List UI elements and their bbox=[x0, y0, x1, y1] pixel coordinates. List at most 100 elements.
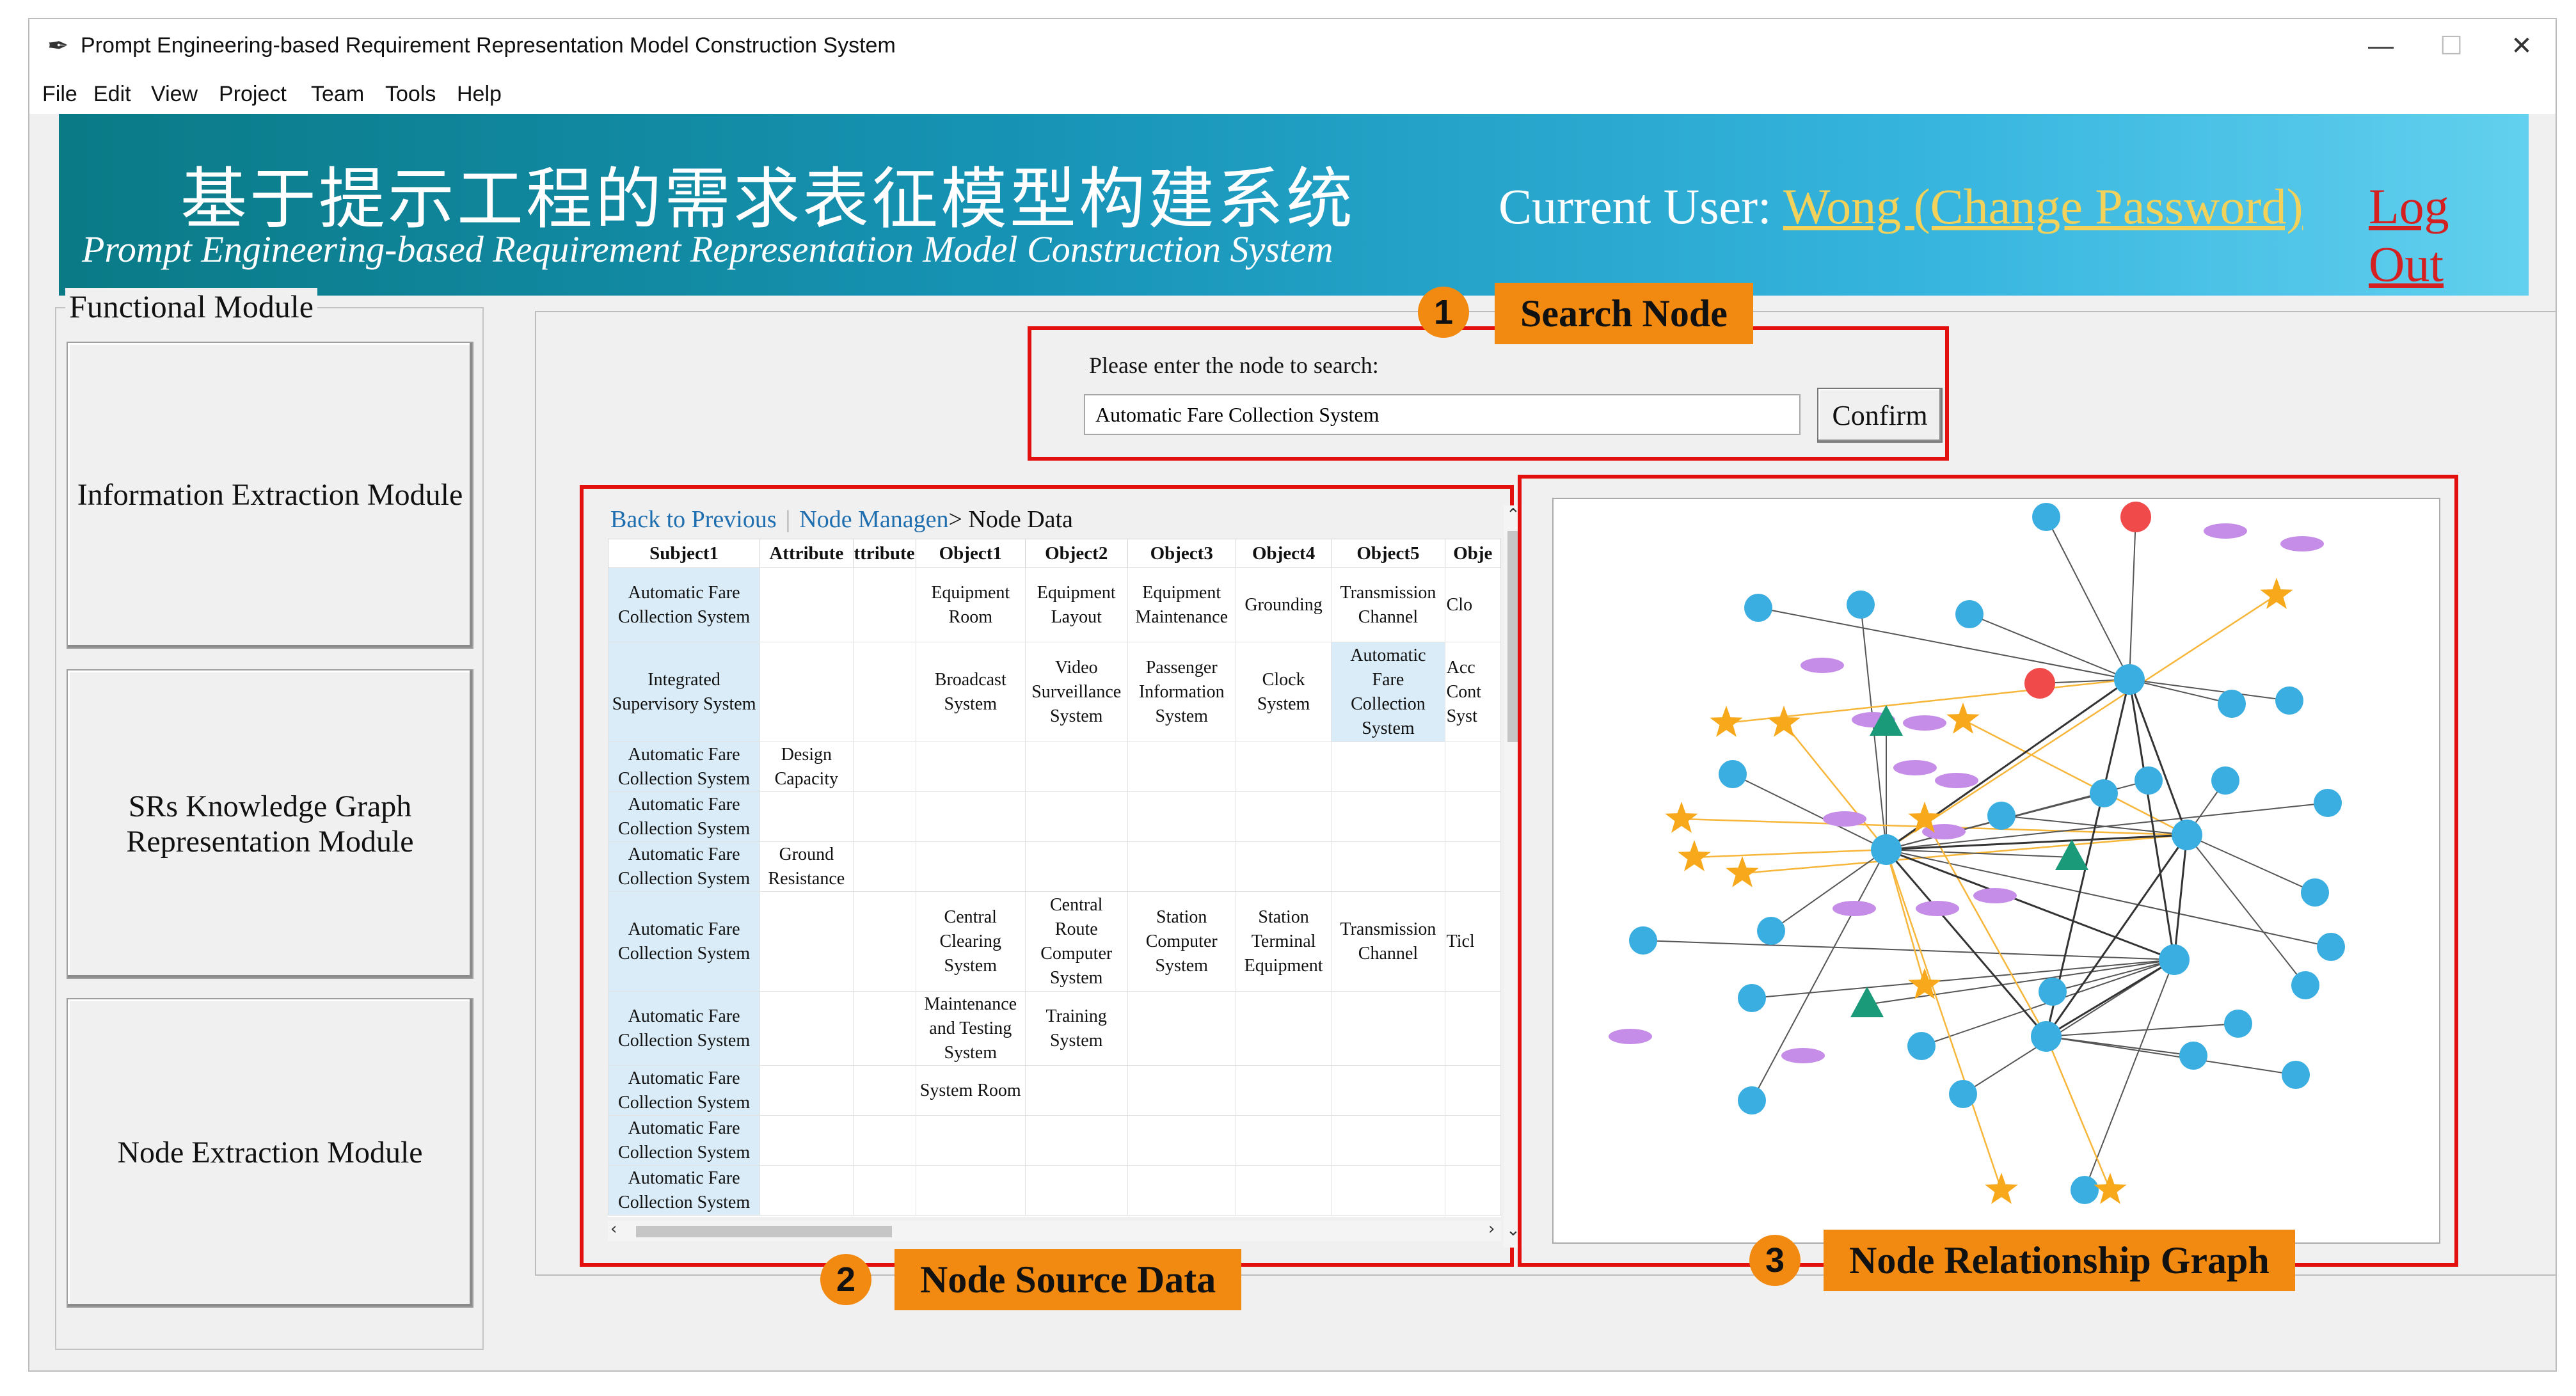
table-cell[interactable] bbox=[1331, 841, 1445, 892]
column-header[interactable]: Obje bbox=[1444, 539, 1501, 568]
table-cell[interactable]: Video Surveillance System bbox=[1024, 642, 1128, 742]
table-cell[interactable] bbox=[1127, 791, 1236, 842]
table-cell[interactable] bbox=[1235, 841, 1332, 892]
graph-node[interactable] bbox=[1847, 591, 1875, 619]
graph-node[interactable] bbox=[2260, 578, 2293, 609]
graph-node-ellipse[interactable] bbox=[1823, 811, 1866, 827]
confirm-button[interactable]: Confirm bbox=[1817, 388, 1943, 443]
graph-node[interactable] bbox=[1908, 802, 1941, 833]
table-row[interactable]: Automatic Fare Collection System bbox=[608, 1115, 1501, 1166]
table-cell[interactable] bbox=[1127, 742, 1236, 792]
table-cell[interactable] bbox=[1444, 991, 1501, 1066]
menu-edit[interactable]: Edit bbox=[93, 82, 131, 106]
table-cell[interactable] bbox=[1024, 841, 1128, 892]
subject-cell[interactable]: Automatic Fare Collection System bbox=[608, 891, 761, 992]
table-cell[interactable]: Ticl bbox=[1444, 891, 1501, 992]
table-cell[interactable] bbox=[1024, 791, 1128, 842]
table-cell[interactable] bbox=[915, 841, 1026, 892]
table-cell[interactable] bbox=[852, 891, 916, 992]
table-cell[interactable] bbox=[1024, 1065, 1128, 1116]
maximize-icon[interactable]: ☐ bbox=[2440, 32, 2463, 60]
table-cell[interactable] bbox=[1127, 1165, 1236, 1216]
table-cell[interactable] bbox=[852, 1115, 916, 1166]
graph-node-ellipse[interactable] bbox=[2280, 536, 2324, 551]
menu-view[interactable]: View bbox=[151, 82, 198, 106]
table-row[interactable]: Automatic Fare Collection System bbox=[608, 791, 1501, 842]
table-cell[interactable] bbox=[915, 1165, 1026, 1216]
graph-node[interactable] bbox=[2275, 686, 2303, 715]
table-cell[interactable] bbox=[1331, 791, 1445, 842]
graph-node[interactable] bbox=[1738, 1086, 1766, 1114]
column-header[interactable]: Object3 bbox=[1127, 539, 1236, 568]
column-header[interactable]: Object5 bbox=[1331, 539, 1445, 568]
back-to-previous-link[interactable]: Back to Previous bbox=[610, 506, 777, 533]
table-cell[interactable] bbox=[759, 567, 854, 642]
table-cell[interactable] bbox=[1235, 991, 1332, 1066]
table-cell[interactable]: Training System bbox=[1024, 991, 1128, 1066]
column-header[interactable]: Object2 bbox=[1024, 539, 1128, 568]
column-header[interactable]: Subject1 bbox=[608, 539, 761, 568]
table-cell[interactable] bbox=[852, 742, 916, 792]
graph-node[interactable] bbox=[2024, 668, 2055, 699]
graph-node[interactable] bbox=[2179, 1042, 2207, 1070]
column-header[interactable]: Object1 bbox=[915, 539, 1026, 568]
table-cell[interactable] bbox=[1235, 1165, 1332, 1216]
table-cell[interactable] bbox=[759, 791, 854, 842]
table-cell[interactable]: Acc Cont Syst bbox=[1444, 642, 1501, 742]
table-cell[interactable] bbox=[1235, 1065, 1332, 1116]
graph-node-ellipse[interactable] bbox=[1609, 1029, 1652, 1044]
subject-cell[interactable]: Automatic Fare Collection System bbox=[608, 991, 761, 1066]
table-cell[interactable] bbox=[1331, 1065, 1445, 1116]
table-cell[interactable] bbox=[1024, 742, 1128, 792]
graph-node[interactable] bbox=[2224, 1010, 2252, 1038]
table-cell[interactable]: Maintenance and Testing System bbox=[915, 991, 1026, 1066]
table-cell[interactable] bbox=[852, 567, 916, 642]
graph-hub-node[interactable] bbox=[2172, 820, 2202, 850]
node-extraction-button[interactable]: Node Extraction Module bbox=[67, 998, 473, 1308]
graph-hub-node[interactable] bbox=[1871, 834, 1902, 865]
table-cell[interactable] bbox=[1235, 1115, 1332, 1166]
table-cell[interactable] bbox=[1127, 991, 1236, 1066]
search-input[interactable] bbox=[1084, 394, 1801, 435]
table-cell[interactable] bbox=[915, 1115, 1026, 1166]
menu-tools[interactable]: Tools bbox=[385, 82, 436, 106]
table-cell[interactable] bbox=[852, 791, 916, 842]
scroll-up-arrow-icon[interactable]: ⌃ bbox=[1506, 505, 1520, 525]
table-cell[interactable]: Design Capacity bbox=[759, 742, 854, 792]
subject-cell[interactable]: Integrated Supervisory System bbox=[608, 642, 761, 742]
subject-cell[interactable]: Automatic Fare Collection System bbox=[608, 791, 761, 842]
horizontal-scroll-thumb[interactable] bbox=[636, 1226, 892, 1237]
table-cell[interactable] bbox=[759, 642, 854, 742]
subject-cell[interactable]: Automatic Fare Collection System bbox=[608, 841, 761, 892]
close-icon[interactable]: ✕ bbox=[2511, 32, 2532, 60]
graph-node-ellipse[interactable] bbox=[1893, 760, 1937, 775]
menu-file[interactable]: File bbox=[42, 82, 77, 106]
graph-node[interactable] bbox=[1678, 840, 1711, 871]
table-cell[interactable] bbox=[759, 991, 854, 1066]
relationship-graph-canvas[interactable] bbox=[1554, 499, 2439, 1242]
table-cell[interactable] bbox=[1444, 1165, 1501, 1216]
menu-help[interactable]: Help bbox=[457, 82, 502, 106]
table-cell[interactable] bbox=[1444, 1115, 1501, 1166]
subject-cell[interactable]: Automatic Fare Collection System bbox=[608, 1165, 761, 1216]
scroll-right-arrow-icon[interactable]: › bbox=[1488, 1219, 1495, 1239]
table-cell[interactable]: Transmission Channel bbox=[1331, 891, 1445, 992]
graph-node[interactable] bbox=[2071, 1176, 2099, 1204]
graph-node[interactable] bbox=[2090, 779, 2118, 807]
graph-node[interactable] bbox=[1726, 856, 1759, 887]
graph-node-ellipse[interactable] bbox=[1833, 901, 1876, 916]
table-cell[interactable] bbox=[1024, 1165, 1128, 1216]
table-cell[interactable] bbox=[852, 841, 916, 892]
column-header[interactable]: Object4 bbox=[1235, 539, 1332, 568]
graph-node[interactable] bbox=[1987, 802, 2015, 830]
graph-node[interactable] bbox=[2291, 971, 2319, 999]
graph-node-ellipse[interactable] bbox=[1935, 773, 1978, 788]
graph-node[interactable] bbox=[1985, 1173, 2018, 1204]
subject-cell[interactable]: Automatic Fare Collection System bbox=[608, 567, 761, 642]
graph-node[interactable] bbox=[1665, 802, 1698, 833]
subject-cell[interactable]: Automatic Fare Collection System bbox=[608, 1115, 761, 1166]
table-cell[interactable] bbox=[852, 1165, 916, 1216]
